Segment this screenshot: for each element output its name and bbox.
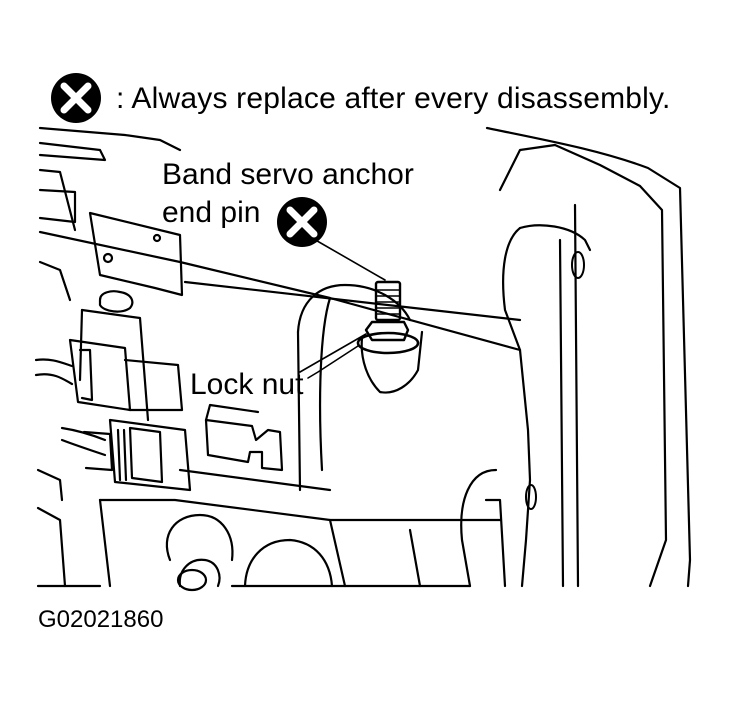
housing-cover: [460, 126, 692, 588]
bracket: [78, 211, 184, 422]
anchor-end-pin: [356, 280, 420, 355]
band-servo-label-line2: end pin: [162, 196, 261, 229]
servo-boss: [296, 283, 424, 492]
leader-lines: [299, 237, 386, 379]
figure-id: G02021860: [38, 606, 164, 633]
mount-block: [204, 403, 284, 472]
callout-replace-symbol: [277, 197, 327, 247]
lock-nut-label: Lock nut: [190, 368, 304, 401]
legend-replace-symbol: [51, 73, 101, 123]
wiring-harness: [34, 338, 192, 492]
lower-casting: [36, 468, 472, 592]
transmission-body: [36, 126, 522, 588]
band-servo-label-line1: Band servo anchor: [162, 158, 414, 191]
legend-text: : Always replace after every disassembly…: [116, 82, 671, 115]
